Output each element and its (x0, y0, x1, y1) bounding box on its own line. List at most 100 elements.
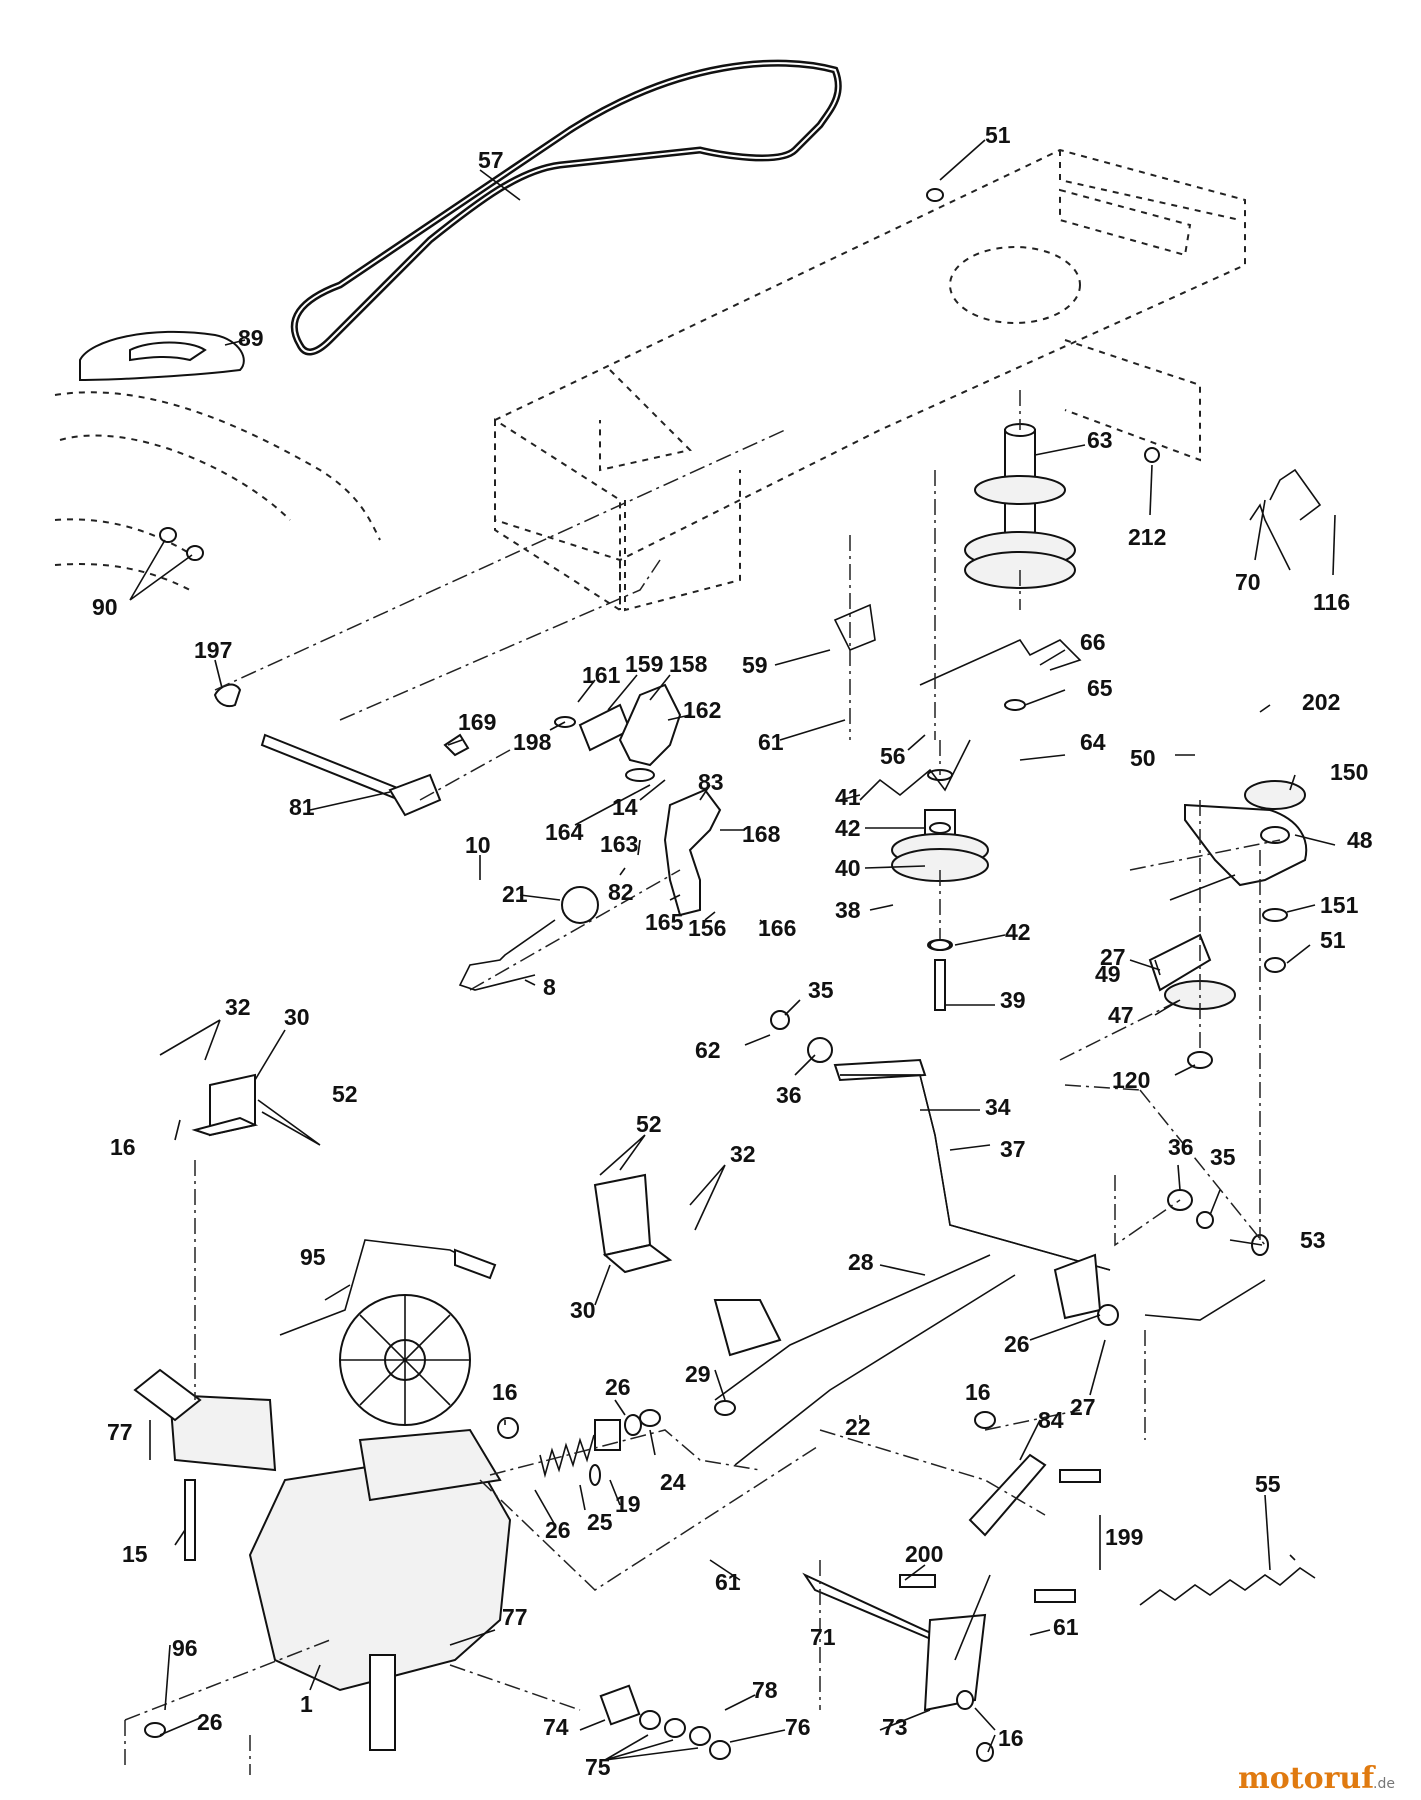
shift-shaft (213, 683, 442, 817)
label-39: 39 (1000, 987, 1026, 1013)
label-29: 29 (685, 1361, 711, 1387)
label-51-right: 51 (1320, 927, 1346, 953)
label-35-upper: 35 (808, 977, 834, 1003)
label-15: 15 (122, 1541, 148, 1567)
label-199: 199 (1105, 1524, 1143, 1550)
label-53: 53 (1300, 1227, 1326, 1253)
label-163: 163 (600, 831, 638, 857)
label-162: 162 (683, 697, 721, 723)
link-84 (968, 1411, 1101, 1603)
label-26-middle: 26 (605, 1374, 631, 1400)
label-166: 166 (758, 915, 796, 941)
spring-rods (833, 468, 1322, 801)
label-49: 49 (1095, 961, 1121, 987)
label-90: 90 (92, 594, 118, 620)
part-labels: 57 51 89 63 212 70 116 90 197 161 159 15… (92, 122, 1373, 1780)
shift-lever (458, 886, 599, 991)
label-84: 84 (1038, 1407, 1064, 1433)
label-28: 28 (848, 1249, 874, 1275)
label-56: 56 (880, 743, 906, 769)
label-24: 24 (660, 1469, 686, 1495)
label-78: 78 (752, 1677, 778, 1703)
label-32-upper: 32 (225, 994, 251, 1020)
label-37: 37 (1000, 1136, 1026, 1162)
label-1: 1 (300, 1691, 313, 1717)
transaxle (133, 1294, 512, 1751)
label-77-upper: 77 (107, 1419, 133, 1445)
label-52-upper: 52 (332, 1081, 358, 1107)
label-42-lower: 42 (1005, 919, 1031, 945)
label-8: 8 (543, 974, 556, 1000)
label-151: 151 (1320, 892, 1359, 918)
label-61-right: 61 (1053, 1614, 1079, 1640)
label-70: 70 (1235, 569, 1261, 595)
label-116: 116 (1313, 589, 1350, 615)
label-62: 62 (695, 1037, 721, 1063)
label-169: 169 (458, 709, 496, 735)
label-26-transaxle: 26 (545, 1517, 571, 1543)
label-16-middle: 16 (492, 1379, 518, 1405)
label-200: 200 (905, 1541, 943, 1567)
upper-pulley-assembly (964, 390, 1076, 589)
spring-55 (1139, 1566, 1316, 1606)
label-27-upper: 27 (1100, 944, 1126, 970)
label-96: 96 (172, 1635, 198, 1661)
label-89: 89 (238, 325, 264, 351)
label-159: 159 (625, 651, 663, 677)
label-22: 22 (845, 1414, 871, 1440)
label-83: 83 (698, 769, 724, 795)
label-30-middle: 30 (570, 1297, 596, 1323)
watermark-brand: motoruf (1238, 1761, 1376, 1796)
control-rods (713, 1058, 1266, 1466)
drive-belt (290, 59, 842, 356)
leader-lines (129, 139, 1336, 1761)
label-36-upper: 36 (776, 1082, 802, 1108)
label-76: 76 (785, 1714, 811, 1740)
label-74: 74 (543, 1714, 569, 1740)
label-36-right: 36 (1168, 1134, 1194, 1160)
guide-lines (124, 429, 1281, 1775)
label-82: 82 (608, 879, 634, 905)
label-30-upper: 30 (284, 1004, 310, 1030)
label-25: 25 (587, 1509, 613, 1535)
label-61-left: 61 (715, 1569, 741, 1595)
bracket-30-upper (191, 1073, 259, 1137)
label-16-right: 16 (965, 1379, 991, 1405)
frame-outline (494, 148, 1246, 612)
lower-pulley-assembly (891, 740, 989, 1011)
label-73: 73 (882, 1714, 908, 1740)
label-26-lower: 26 (197, 1709, 223, 1735)
label-71: 71 (810, 1624, 836, 1650)
label-55: 55 (1255, 1471, 1281, 1497)
label-75: 75 (585, 1754, 611, 1780)
label-77-lower: 77 (502, 1604, 528, 1630)
label-16-upper: 16 (110, 1134, 136, 1160)
bracket-30-middle (593, 1173, 673, 1274)
label-81: 81 (289, 794, 315, 820)
label-32-middle: 32 (730, 1141, 756, 1167)
label-168: 168 (742, 821, 781, 847)
shift-cover (79, 330, 245, 382)
watermark-tld: .de (1373, 1776, 1395, 1792)
label-52-middle: 52 (636, 1111, 662, 1137)
label-57: 57 (478, 147, 504, 173)
label-61-upper: 61 (758, 729, 784, 755)
rod-95 (279, 1239, 497, 1336)
label-21: 21 (502, 881, 528, 907)
label-16-lower: 16 (998, 1725, 1024, 1751)
label-51-top: 51 (985, 122, 1011, 148)
label-156: 156 (688, 915, 726, 941)
spring-25 (539, 1409, 661, 1479)
hardware (144, 188, 1269, 1762)
label-59: 59 (742, 652, 768, 678)
label-34: 34 (985, 1094, 1011, 1120)
label-150: 150 (1330, 759, 1368, 785)
label-27-lower: 27 (1070, 1394, 1096, 1420)
label-63: 63 (1087, 427, 1113, 453)
label-48: 48 (1347, 827, 1373, 853)
label-40: 40 (835, 855, 861, 881)
label-64: 64 (1080, 729, 1106, 755)
fender-outline (54, 391, 381, 591)
label-10: 10 (465, 832, 491, 858)
